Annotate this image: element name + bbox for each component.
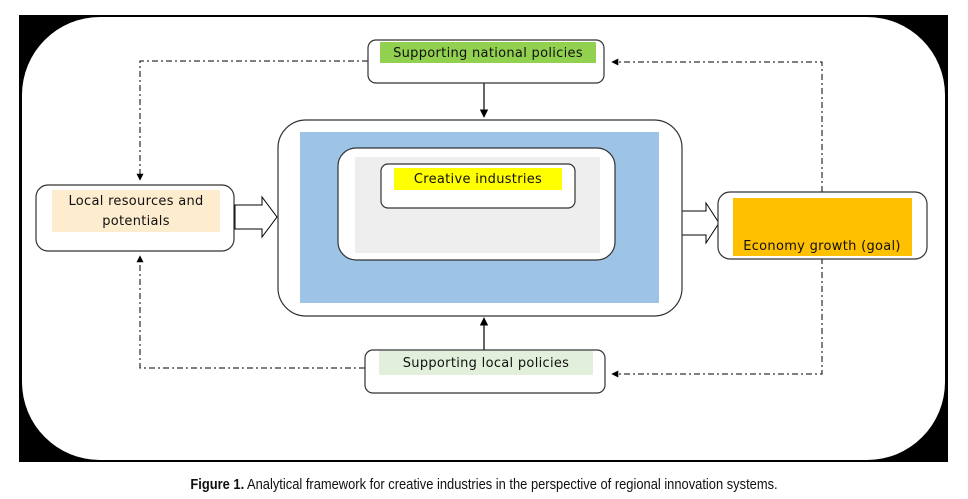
economy-growth-label: Economy growth (goal)	[743, 239, 901, 254]
node-economy-growth: Economy growth (goal)	[717, 191, 928, 260]
edge-economy-to-local-policies	[611, 258, 823, 378]
creative-industries-label: Creative industries	[414, 172, 542, 187]
node-local-policies: Supporting local policies	[364, 349, 606, 394]
local-policies-label: Supporting local policies	[403, 356, 570, 371]
node-creative-industries: Creative industries	[380, 163, 576, 209]
national-policies-label: Supporting national policies	[393, 46, 583, 61]
local-resources-label-line1: Local resources and	[68, 194, 203, 209]
edge-national-to-resources	[136, 60, 368, 181]
edge-economy-to-national	[611, 58, 823, 192]
edge-local-policies-to-resources	[136, 255, 365, 369]
node-local-resources: Local resources and potentials	[35, 184, 235, 252]
block-arrow-system-to-economy	[681, 201, 720, 245]
node-national-policies: Supporting national policies	[367, 39, 605, 84]
local-resources-label-line2: potentials	[102, 214, 170, 229]
caption-text: Analytical framework for creative indust…	[244, 476, 778, 493]
figure-number: Figure 1.	[190, 476, 245, 493]
block-arrow-resources-to-system	[234, 195, 278, 239]
figure-caption: Figure 1. Analytical framework for creat…	[68, 476, 900, 493]
